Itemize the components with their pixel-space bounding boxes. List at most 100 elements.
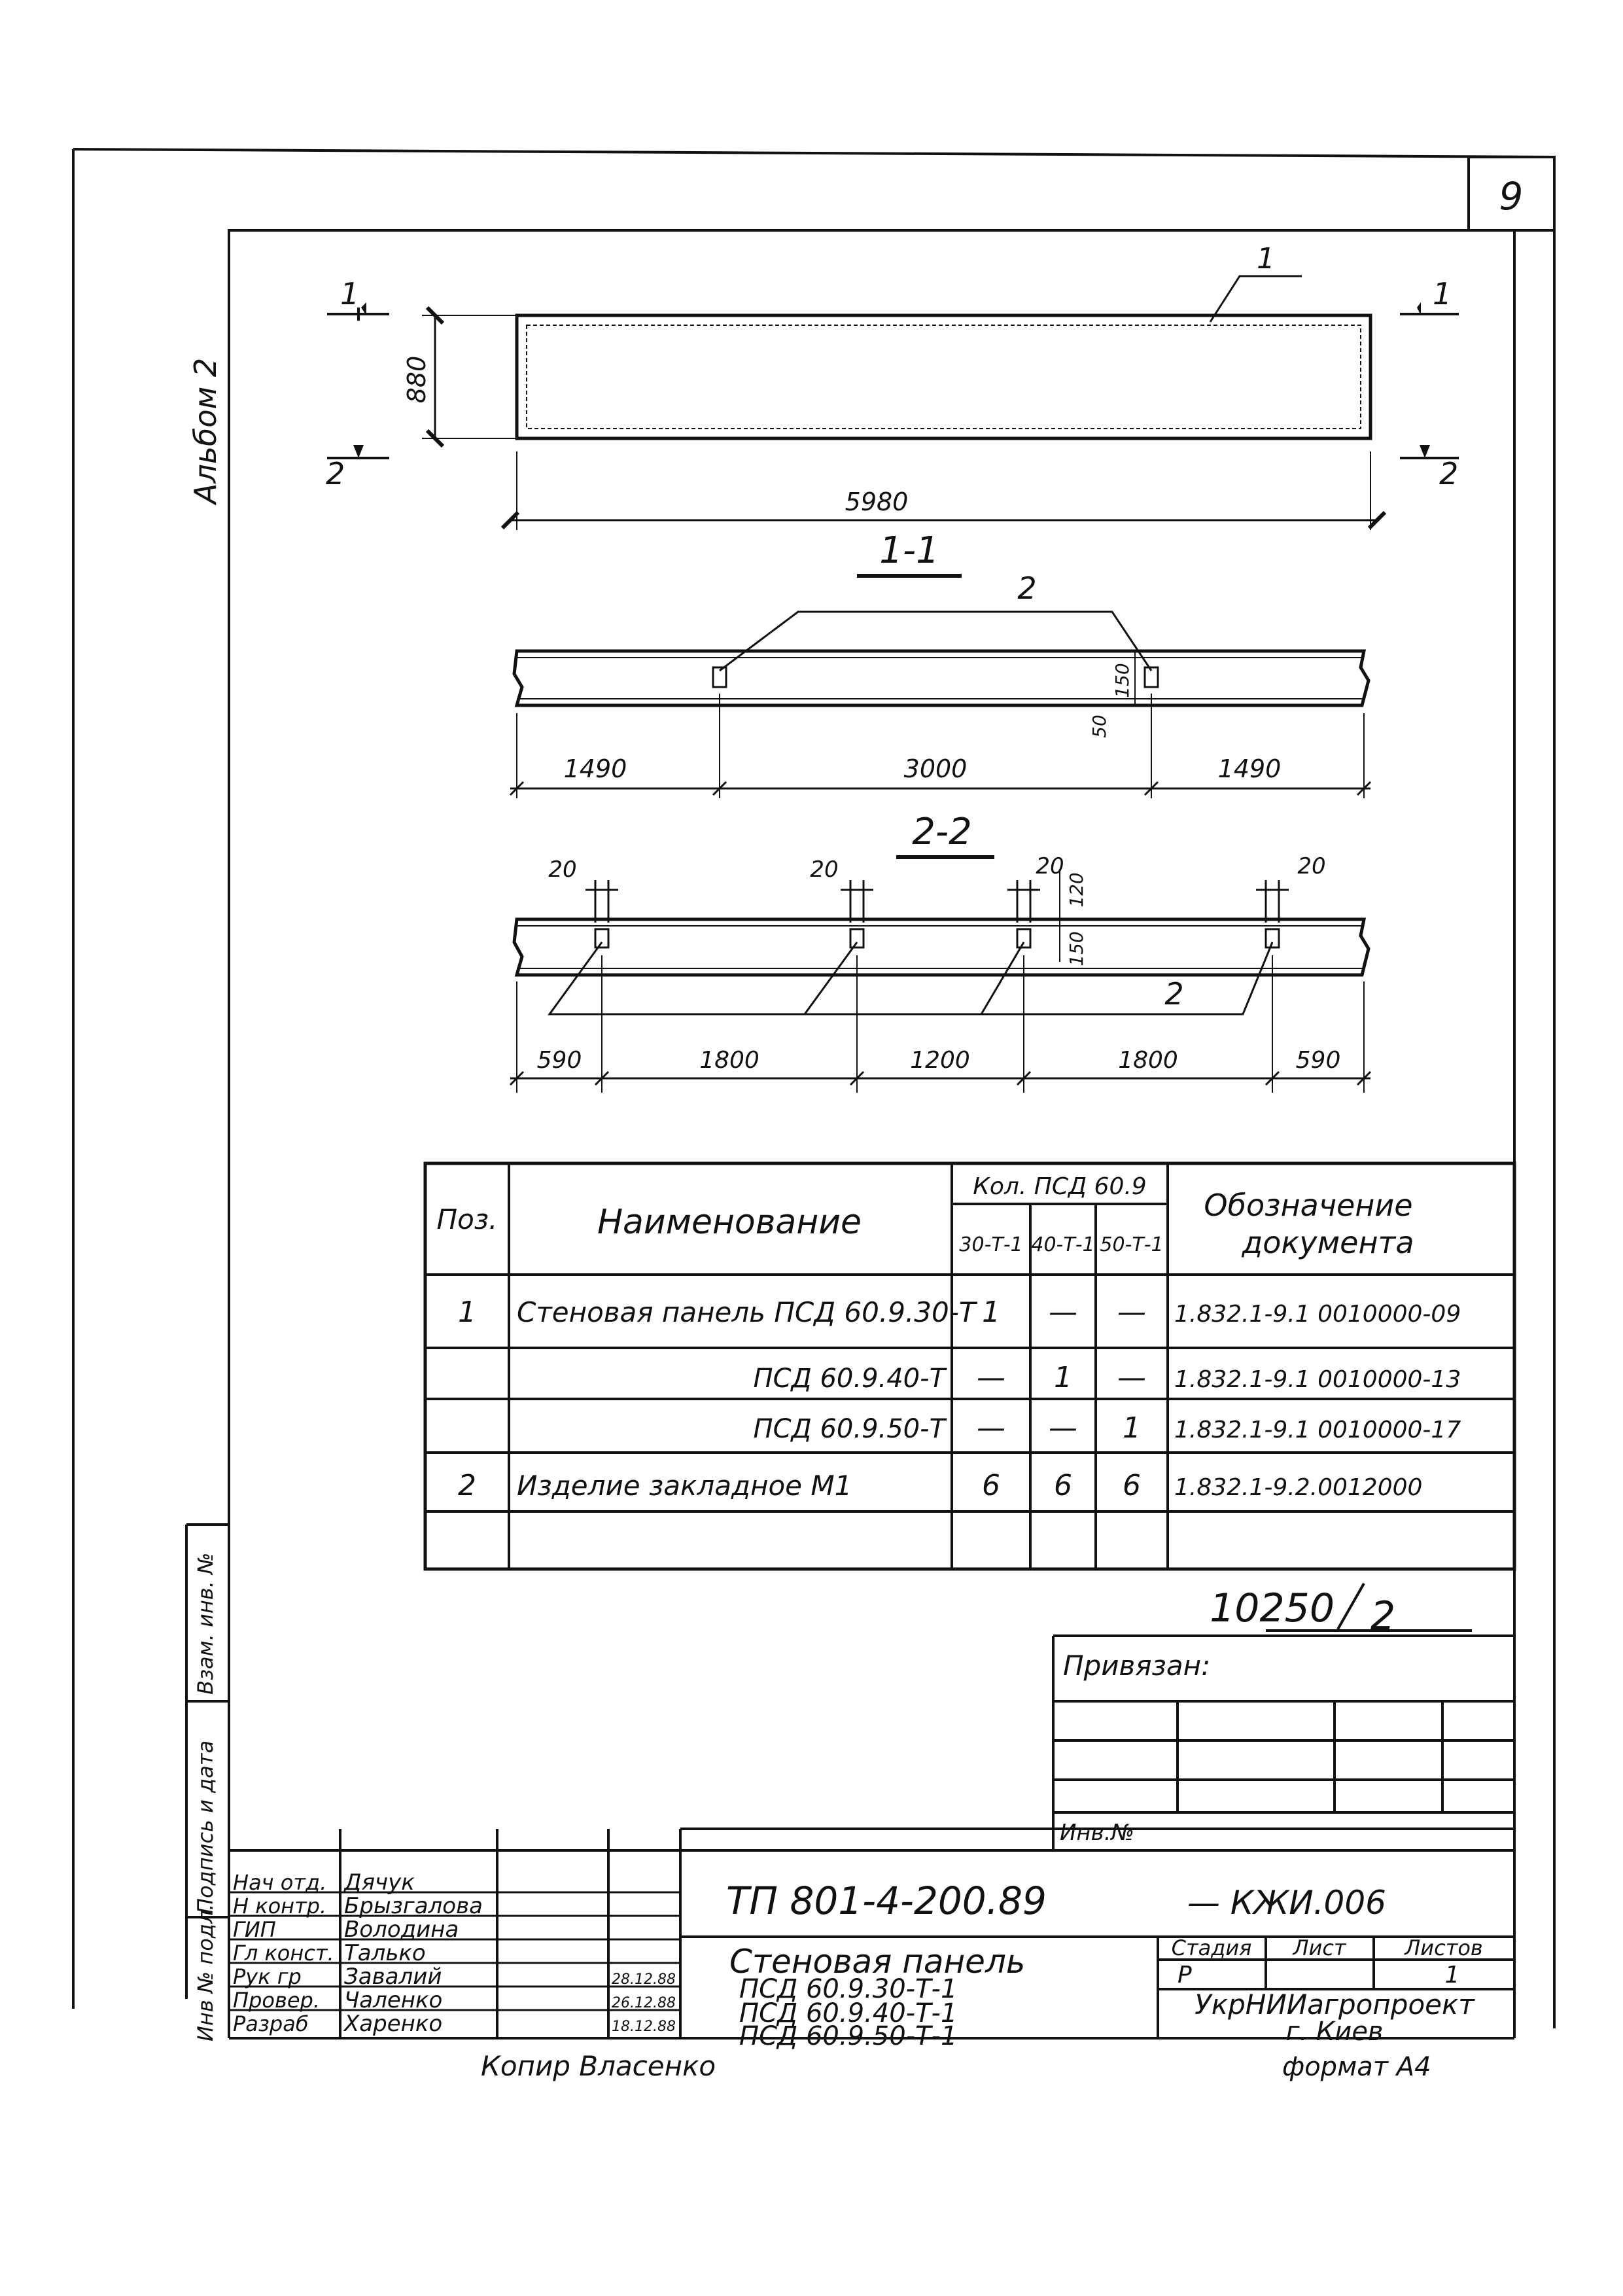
header-qty: Кол. ПСД 60.9: [973, 1173, 1146, 1200]
spec-row-name: ПСД 60.9.50-Т: [753, 1414, 947, 1444]
spec-row-doc: 1.832.1-9.1 0010000-17: [1174, 1417, 1461, 1443]
section-2-2-dim-150: 150: [1066, 931, 1087, 966]
staff-date: 18.12.88: [612, 2019, 676, 2035]
side-label-sign-date: Подпись и дата: [193, 1740, 218, 1914]
project-number-main: 10250: [1210, 1585, 1335, 1631]
album-label: Альбом 2: [188, 358, 223, 506]
spec-row-name: Стеновая панель ПСД 60.9.30-Т: [517, 1296, 978, 1328]
spec-row-qty-30: —: [977, 1411, 1005, 1445]
staff-role: ГИП: [233, 1917, 276, 1942]
copied-by: Копир Власенко: [481, 2050, 716, 2082]
sheet-number-box: 9: [1467, 156, 1556, 232]
section-1-1-dim-150: 150: [1111, 663, 1133, 698]
spec-row-qty-40: —: [1049, 1296, 1077, 1329]
doc-code: ТП 801-4-200.89: [726, 1879, 1047, 1923]
inner-frame: [228, 229, 1516, 1852]
doc-suffix: — КЖИ.006: [1187, 1884, 1386, 1922]
staff-role: Рук гр: [233, 1964, 302, 1989]
header-pos: Поз.: [437, 1203, 498, 1235]
gap-4: 20: [1297, 853, 1325, 879]
header-qty-col-2: 40-Т-1: [1031, 1233, 1094, 1256]
staff-name: Дячук: [343, 1869, 415, 1896]
binding-block: [1052, 1634, 1514, 1850]
staff-role: Разраб: [233, 2011, 309, 2036]
sheet-format: формат А4: [1282, 2052, 1431, 2082]
section-1-1-dim-middle: 3000: [904, 754, 968, 783]
header-doc-line2: документа: [1241, 1225, 1414, 1260]
spec-row-pos: 2: [458, 1469, 476, 1502]
plan-length-dim: 5980: [845, 487, 909, 516]
staff-name: Володина: [344, 1916, 459, 1943]
spec-row-qty-50: 1: [1123, 1411, 1141, 1445]
side-strip: [185, 1523, 229, 1999]
staff-name: Завалий: [344, 1964, 442, 1990]
spec-row-qty-40: 6: [1054, 1469, 1072, 1502]
staff-date: 26.12.88: [612, 1995, 676, 2011]
spec-row-pos: 1: [458, 1296, 476, 1329]
staff-role: Гл конст.: [233, 1941, 334, 1966]
section-1-1-dim-right: 1490: [1218, 754, 1282, 783]
spec-row-qty-30: 1: [982, 1296, 1000, 1329]
staff-date: 28.12.88: [612, 1971, 676, 1988]
binding-inv-label: Инв.№: [1060, 1820, 1134, 1846]
spec-row-name: ПСД 60.9.40-Т: [753, 1364, 947, 1394]
plan-view: 1 2 1 2 880 5980 1: [326, 242, 1459, 530]
spec-row-qty-30: —: [977, 1361, 1005, 1394]
side-label-inv-repl: Взам. инв. №: [193, 1553, 218, 1695]
spec-row-qty-50: —: [1117, 1296, 1146, 1329]
s22-dim-3: 1200: [910, 1047, 970, 1074]
spec-row-name: Изделие закладное М1: [517, 1470, 852, 1502]
header-name: Наименование: [597, 1203, 862, 1242]
header-doc-line1: Обозначение: [1204, 1188, 1412, 1223]
section-2-2-title: 2-2: [912, 811, 971, 853]
outer-frame: [72, 148, 1556, 2028]
section-2-2-dim-120: 120: [1066, 872, 1087, 907]
project-number-suffix: 2: [1370, 1593, 1395, 1639]
sheet-number: 9: [1499, 174, 1524, 219]
s22-dim-5: 590: [1296, 1047, 1341, 1074]
product-2: ПСД 60.9.40-Т-1: [739, 1998, 957, 2028]
gap-2: 20: [810, 857, 838, 883]
section-1-1-title: 1-1: [879, 529, 939, 572]
staff-name: Чаленко: [344, 1987, 442, 2013]
s22-dim-4: 1800: [1118, 1047, 1178, 1074]
spec-row-qty-40: 1: [1054, 1361, 1072, 1394]
staff-name: Харенко: [343, 2011, 442, 2037]
cut-1-right: 1: [1433, 276, 1452, 311]
spec-row-qty-50: 6: [1123, 1469, 1141, 1502]
plan-height-dim: 880: [402, 356, 431, 404]
section-1-1-callout: 2: [1017, 571, 1036, 606]
product-3: ПСД 60.9.50-Т-1: [739, 2021, 957, 2051]
s22-dim-1: 590: [537, 1047, 582, 1074]
spec-row-doc: 1.832.1-9.1 0010000-13: [1174, 1366, 1461, 1393]
spec-row-qty-40: —: [1049, 1411, 1077, 1445]
staff-role: Н контр.: [233, 1894, 326, 1918]
sheets-label: Листов: [1404, 1935, 1483, 1960]
sheet-title: Стеновая панель: [729, 1943, 1025, 1981]
side-label-inv-orig: Инв № подл.: [193, 1903, 218, 2041]
stage-value: Р: [1178, 1962, 1192, 1988]
section-1-1: 1-1 2 150 50 1490 3000 1490: [509, 529, 1372, 798]
spec-row-qty-50: —: [1117, 1361, 1146, 1394]
header-qty-col-3: 50-Т-1: [1100, 1233, 1163, 1256]
binding-label: Привязан:: [1063, 1650, 1210, 1682]
staff-name: Талько: [344, 1940, 426, 1966]
sheet-label: Лист: [1292, 1935, 1346, 1960]
org-name: УкрНИИагропроект: [1195, 1988, 1475, 2021]
section-1-1-dim-left: 1490: [564, 754, 627, 783]
product-1: ПСД 60.9.30-Т-1: [739, 1974, 957, 2004]
staff-role: Нач отд.: [233, 1870, 326, 1895]
gap-1: 20: [548, 857, 576, 883]
s22-dim-2: 1800: [699, 1047, 759, 1074]
section-2-2: 2-2 20 20 20 20 120 150: [509, 811, 1372, 1093]
header-qty-col-1: 30-Т-1: [959, 1233, 1022, 1256]
cut-1-left: 1: [340, 276, 359, 311]
stage-label: Стадия: [1172, 1935, 1252, 1960]
section-2-2-callout: 2: [1164, 976, 1183, 1012]
plan-callout-1: 1: [1257, 242, 1275, 275]
section-1-1-dim-50: 50: [1089, 715, 1110, 738]
